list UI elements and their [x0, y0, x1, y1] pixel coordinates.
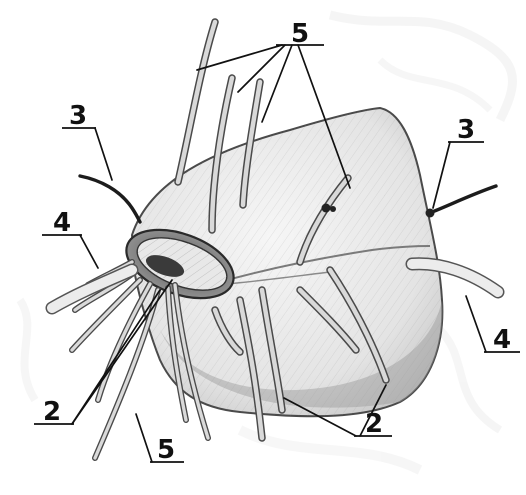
label-3-left: 3 [69, 101, 87, 131]
label-4-left: 4 [53, 208, 71, 238]
label-3-right: 3 [457, 115, 475, 145]
label-5-top: 5 [291, 19, 309, 49]
label-2-left: 2 [43, 397, 61, 427]
label-2-right: 2 [365, 409, 383, 439]
label-5-bottom: 5 [157, 435, 175, 465]
label-4-right: 4 [493, 325, 511, 355]
